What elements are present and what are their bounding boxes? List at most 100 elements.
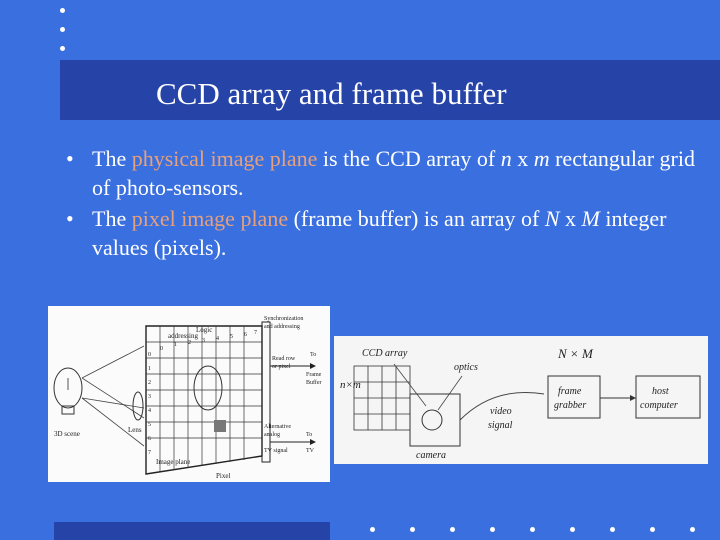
sensor-grid bbox=[146, 326, 262, 472]
column-numbers: 0 1 2 3 4 5 6 7 bbox=[160, 330, 257, 352]
frame-label: frame bbox=[558, 386, 582, 397]
pixel-label: Pixel bbox=[216, 472, 230, 480]
host-computer-box bbox=[635, 375, 701, 419]
decor-dot bbox=[60, 8, 65, 13]
row-numbers: 0 1 2 3 4 5 6 7 bbox=[148, 352, 151, 456]
host-label: host bbox=[652, 386, 669, 397]
camera-box bbox=[409, 393, 461, 447]
light-ray bbox=[81, 397, 145, 409]
row-number: 6 bbox=[148, 436, 151, 442]
tv-label: TV bbox=[306, 448, 315, 454]
decor-dot bbox=[60, 27, 65, 32]
decor-dot bbox=[650, 527, 655, 532]
frame-grabber-box bbox=[547, 375, 601, 419]
NxM-label: N × M bbox=[557, 346, 594, 361]
alternative-label: Alternative bbox=[264, 424, 291, 430]
projected-bulb-icon bbox=[193, 365, 223, 411]
image-plane-label: Image plane bbox=[156, 458, 190, 466]
variable: M bbox=[581, 206, 600, 231]
highlight-term: physical image plane bbox=[131, 146, 318, 171]
ccd-pointer bbox=[393, 363, 427, 407]
variable: N bbox=[544, 206, 560, 231]
decorative-dots-bottom bbox=[0, 527, 720, 535]
decorative-dots-left bbox=[60, 8, 70, 65]
col-number: 3 bbox=[202, 338, 205, 344]
video-signal-line bbox=[459, 391, 545, 421]
ccd-diagram-figure: Logic addressing Synchronization and add… bbox=[48, 306, 330, 482]
sync-label: Synchronization bbox=[264, 316, 303, 322]
variable: m bbox=[533, 146, 550, 171]
video-label: video bbox=[490, 406, 512, 417]
sync-label-2: and addressing bbox=[264, 324, 300, 330]
bullet-text: x bbox=[511, 146, 534, 171]
pipeline-svg: CCD array optics n×m N × M frame grabber… bbox=[340, 346, 701, 461]
or-pixel-label: or pixel bbox=[272, 364, 291, 370]
buffer-label: Buffer bbox=[306, 379, 322, 386]
bullet-list: • The physical image plane is the CCD ar… bbox=[62, 144, 702, 264]
decor-dot bbox=[370, 527, 375, 532]
col-number: 7 bbox=[254, 330, 257, 336]
col-number: 6 bbox=[244, 332, 247, 338]
bullet-text: is the CCD array of bbox=[317, 146, 501, 171]
image-plane-frame bbox=[145, 325, 263, 475]
decor-dot bbox=[490, 527, 495, 532]
addressing-label: addressing bbox=[168, 332, 198, 340]
col-number: 4 bbox=[216, 336, 219, 342]
readout-bar bbox=[261, 321, 271, 463]
bullet-text: rectangular grid of photo-sensors. bbox=[92, 146, 695, 200]
camera-label: camera bbox=[416, 450, 446, 461]
col-number: 1 bbox=[174, 342, 177, 348]
lens-label: Lens bbox=[128, 426, 142, 434]
decor-dot bbox=[60, 46, 65, 51]
bullet-text: x bbox=[559, 206, 582, 231]
ccd-grid bbox=[353, 365, 411, 431]
frame-label: Frame bbox=[306, 372, 322, 378]
computer-label: computer bbox=[640, 400, 678, 411]
col-number: 2 bbox=[188, 340, 191, 346]
ccd-array-label: CCD array bbox=[362, 348, 408, 359]
row-number: 2 bbox=[148, 380, 151, 386]
row-number: 4 bbox=[148, 408, 151, 414]
row-number: 1 bbox=[148, 366, 151, 372]
arrow-head-icon bbox=[310, 439, 316, 445]
to-label: To bbox=[310, 352, 316, 358]
optics-pointer bbox=[437, 375, 463, 411]
optics-lens-icon bbox=[421, 409, 443, 431]
nxm-label: n×m bbox=[340, 379, 361, 391]
title-bar bbox=[60, 60, 720, 120]
bulb-base bbox=[61, 405, 75, 415]
decor-dot bbox=[450, 527, 455, 532]
light-ray bbox=[81, 397, 145, 447]
bullet-item: • The physical image plane is the CCD ar… bbox=[62, 144, 702, 202]
decor-dot bbox=[530, 527, 535, 532]
decor-dot bbox=[690, 527, 695, 532]
bullet-marker: • bbox=[66, 206, 74, 231]
bullet-text: The bbox=[92, 146, 132, 171]
slide-title: CCD array and frame buffer bbox=[156, 76, 507, 111]
read-row-label: Read row bbox=[272, 356, 296, 362]
col-number: 5 bbox=[230, 334, 233, 340]
to-tv-label: To bbox=[306, 432, 312, 438]
ccd-diagram-svg: Logic addressing Synchronization and add… bbox=[53, 316, 322, 480]
logic-label: Logic bbox=[196, 326, 212, 334]
optics-label: optics bbox=[454, 362, 478, 373]
signal-label: signal bbox=[488, 420, 513, 431]
tv-signal-label: TV signal bbox=[264, 448, 288, 454]
grabber-label: grabber bbox=[554, 400, 586, 411]
bullet-text: (frame buffer) is an array of bbox=[288, 206, 545, 231]
lens-icon bbox=[132, 391, 144, 421]
light-ray bbox=[81, 345, 145, 379]
pixel-cell bbox=[214, 420, 226, 432]
bullet-text: integer values (pixels). bbox=[92, 206, 667, 260]
light-ray bbox=[81, 377, 145, 419]
bullet-text: The bbox=[92, 206, 132, 231]
row-number: 0 bbox=[148, 352, 151, 358]
bullet-item: • The pixel image plane (frame buffer) i… bbox=[62, 204, 702, 262]
arrow-head-icon bbox=[310, 363, 316, 369]
bottom-bar bbox=[54, 522, 330, 540]
analog-label: analog bbox=[264, 432, 280, 438]
col-number: 0 bbox=[160, 346, 163, 352]
camera-pipeline-figure: CCD array optics n×m N × M frame grabber… bbox=[334, 336, 708, 464]
scene-label: 3D scene bbox=[54, 430, 80, 438]
decor-dot bbox=[410, 527, 415, 532]
